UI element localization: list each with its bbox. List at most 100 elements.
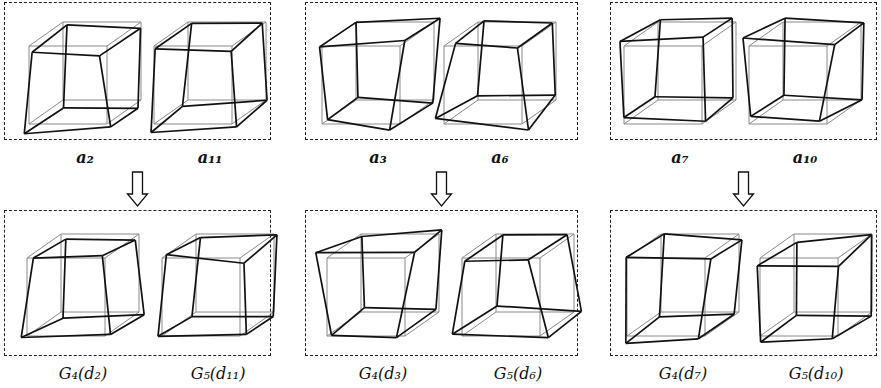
reference-edge [107,100,141,124]
reference-edge [196,234,274,235]
reference-edge [749,46,750,124]
deformed-edge [21,318,63,337]
deformed-edge [743,18,785,38]
deformed-edge [358,97,433,103]
deformed-edge [731,18,734,98]
figure-label: G₅(d₁₀) [789,364,844,383]
reference-edge [794,312,872,313]
figure-label: G₄(d₂) [59,364,107,383]
deformed-edge [244,235,277,263]
deformed-edge [192,238,200,317]
deformed-edge [332,308,365,336]
cube-figure [316,230,442,338]
deformed-edge [158,317,192,337]
reference-edge [61,312,139,313]
deformed-edge [503,234,567,236]
deformed-edge [862,23,864,100]
reference-edge [196,312,274,313]
reference-edge [749,100,783,124]
deformed-edge [664,234,742,240]
deformed-edge [796,242,798,315]
deformed-edge [356,18,440,22]
deformed-edge [743,38,751,116]
figure-panel: a₂a₁₁ [4,2,271,168]
deformed-edge [567,235,581,312]
down-arrow [128,172,148,206]
deformed-edge [797,235,872,243]
cube-figure [626,234,742,343]
reference-edge [627,312,661,336]
deformed-edge [698,259,710,339]
deformed-edge [320,47,328,120]
deformed-edge [528,235,567,260]
deformed-edge [624,118,706,122]
figure-label: G₄(d₇) [659,364,707,383]
cube-figure [435,21,556,130]
deformed-edge [620,37,703,41]
deformed-edge [64,107,138,109]
deformed-edge [166,255,244,264]
deformed-edge [706,98,733,121]
deformed-edge [356,22,358,97]
reference-edge [327,258,405,259]
dashed-frame [4,210,271,356]
reference-edge [540,258,541,336]
deformed-edge [659,234,664,317]
deformed-edge [273,235,277,317]
cube-figure [757,234,872,342]
reference-edge [736,22,737,100]
deformed-edge [21,258,33,337]
deformed-edge [452,334,548,337]
deformed-edge [138,28,141,108]
deformed-edge [166,238,200,255]
deformed-edge [433,18,440,103]
reference-edge [496,234,497,312]
deformed-edge [456,21,484,44]
reference-edge [827,22,861,46]
deformed-edge [158,334,246,336]
cube-figure [158,234,277,336]
deformed-edge [396,309,435,337]
deformed-edge [785,18,864,23]
deformed-edge [244,263,246,334]
reference-edge [240,258,241,336]
reference-edge [444,22,478,46]
deformed-edge [655,97,733,98]
down-arrow [432,172,452,206]
deformed-edge [415,230,442,252]
deformed-edge [625,257,627,343]
deformed-edge [182,100,267,106]
deformed-edge [33,256,102,258]
dashed-frame [4,2,271,140]
deformed-edge [66,238,135,241]
reference-edge [478,22,556,23]
figure-label: a₂ [76,148,93,167]
deformed-edge [390,103,433,130]
reference-edge [478,100,556,101]
deformed-edge [839,235,872,267]
reference-edge [794,234,872,235]
figure-label: a₃ [369,148,386,167]
figure-label: a₁₀ [793,148,817,167]
deformed-edge [435,43,455,118]
reference-edge [522,22,556,46]
reference-edge [462,234,496,258]
deformed-edge [620,41,624,117]
deformed-edge [32,25,67,52]
reference-edge [462,258,463,336]
deformed-edge [24,108,63,134]
deformed-edge [364,308,436,310]
reference-edge [749,124,827,125]
deformed-edge [757,265,838,267]
deformed-edge [624,97,655,118]
deformed-edge [655,20,660,97]
deformed-edge [200,235,276,238]
deformed-edge [626,317,660,343]
deformed-edge [102,240,135,256]
deformed-edge [832,266,838,338]
dashed-frame [305,2,578,140]
deformed-edge [528,260,548,338]
deformed-edge [436,230,442,309]
deformed-edge [835,23,864,45]
reference-edge [496,234,574,235]
